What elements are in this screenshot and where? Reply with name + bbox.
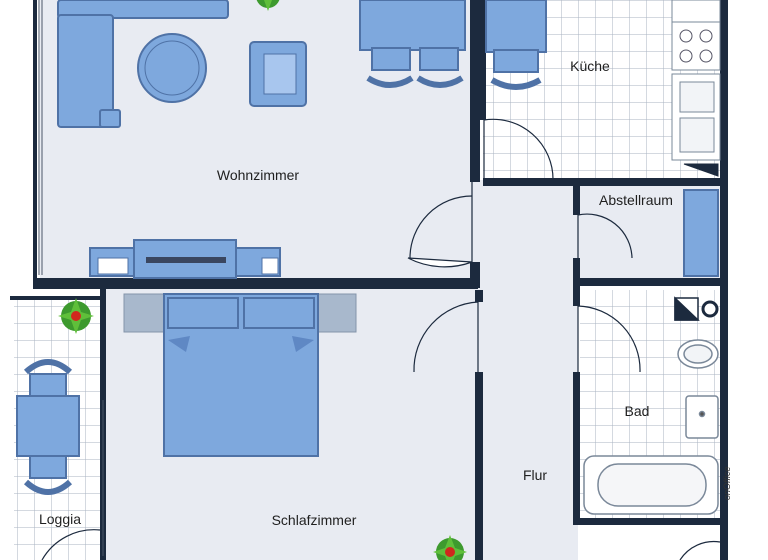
window-lines [38,0,104,556]
plant-icon [256,0,280,11]
wall-wohn-left [33,0,37,280]
door-loggia [41,529,101,560]
door-schlafzimmer [413,301,479,373]
dining-chair-2-back [416,75,464,88]
loggia-furniture [16,359,80,495]
fridge-door-1 [679,81,715,113]
label-schlafzimmer: Schlafzimmer [272,512,357,528]
stove [671,21,721,71]
wall-flur-left-low [475,372,483,560]
wall-bad-left [573,286,580,306]
wall-bad-left-low [573,372,580,524]
stove-burner-2 [699,29,713,43]
dining-chair-1-back [366,75,414,88]
sofa-back [57,0,229,19]
label-loggia: Loggia [39,511,81,527]
bed-blanket-fold [168,336,314,352]
label-bad: Bad [625,403,650,419]
toilet-inner [683,344,713,364]
kitchen-chair-back [490,77,542,90]
speaker-left [97,257,129,275]
kitchen-vent [683,163,719,177]
sofa-arm [99,109,121,128]
loggia-chair-bottom-back [23,479,73,495]
wall-loggia-top [10,296,106,300]
wall-bad-bottom [573,518,728,525]
dining-table [359,0,466,51]
door-flur-exit [679,540,721,560]
stove-burner-3 [679,49,693,63]
door-abstellraum [577,213,633,259]
door-kueche [483,118,554,181]
armchair-seat [263,53,297,95]
wall-flur-left [475,290,483,302]
counter-top [671,0,721,23]
wall-kueche-left [479,0,486,120]
loggia-table [16,395,80,457]
label-wohnzimmer: Wohnzimmer [217,167,300,183]
kitchen-chair [493,49,539,73]
dining-chair-1 [371,47,411,71]
wall-abstell-bottom [573,278,728,286]
bath-vent-triangle [674,296,700,321]
loggia-chair-bottom [29,455,67,479]
label-abstellraum: Abstellraum [599,192,673,208]
door-wohnzimmer-arc [409,195,473,259]
speaker-right [261,257,279,275]
wall-kueche-bottom [483,178,727,186]
fridge-door-2 [679,117,715,153]
wall-wohn-flur-low [470,262,480,288]
round-table [137,33,207,103]
drain-icon [701,300,719,318]
kitchen-table [485,0,547,53]
bathtub-inner [597,463,707,507]
plant-icon [433,535,467,560]
kueche-furniture [485,0,721,177]
wall-abstell-left-low [573,258,580,294]
wohnzimmer-furniture [57,0,466,279]
tv-screen [146,257,226,263]
door-bad [577,305,641,373]
loggia-chair-top-back [23,359,73,375]
storage-shelf [683,189,719,277]
sofa-seat [57,14,114,128]
bed-pillow-right [243,297,315,329]
wall-wohn-flur [470,0,480,182]
bad-fixtures [583,296,719,515]
bed [123,293,357,457]
wall-abstell-left [573,185,580,215]
plant-icon [58,298,94,334]
flur-floor [475,180,578,560]
stove-burner-1 [679,29,693,43]
loggia-chair-top [29,373,67,397]
door-wohnzimmer [407,182,473,268]
stove-burner-4 [699,49,713,63]
wall-wohn-schlaf [33,278,478,289]
label-flur: Flur [523,467,547,483]
label-kueche: Küche [570,58,610,74]
dining-chair-2 [419,47,459,71]
bed-pillow-left [167,297,239,329]
watermark-text: onOffice [722,466,732,500]
doors [41,118,721,560]
round-table-inner [144,40,200,96]
washbasin-drain [698,410,706,418]
